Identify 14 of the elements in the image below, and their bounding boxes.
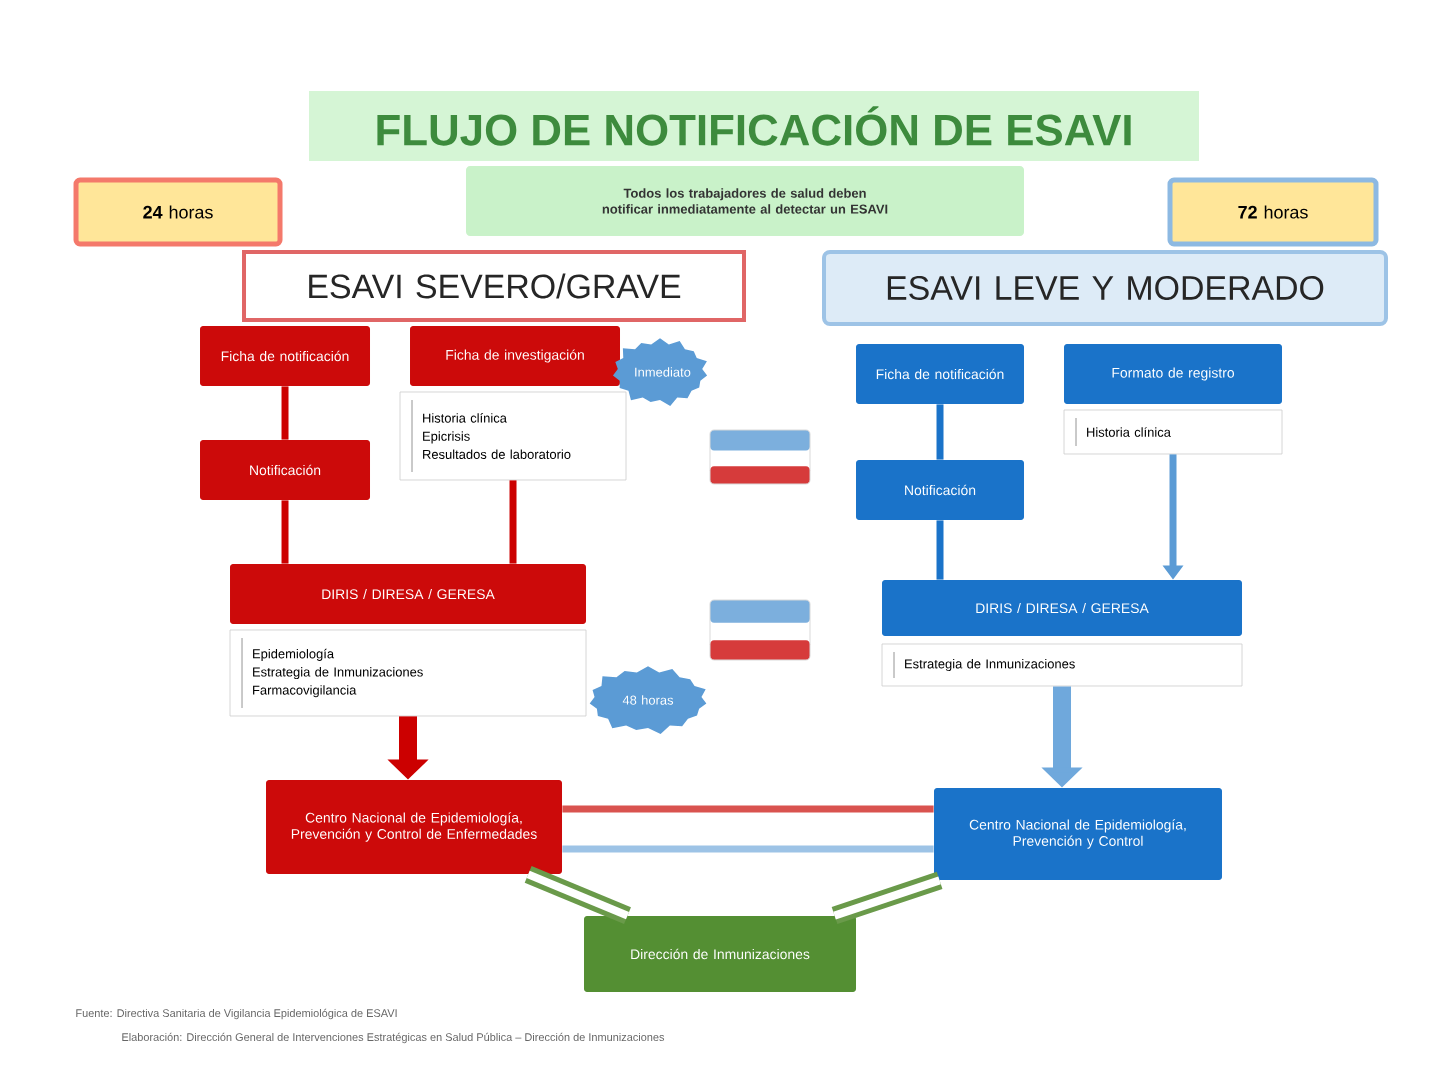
connector-line xyxy=(281,386,289,440)
double-line xyxy=(524,866,631,924)
time-badge: 72 horas xyxy=(1167,177,1379,247)
connector-line xyxy=(562,845,934,853)
title: FLUJO DE NOTIFICACIÓN DE ESAVI xyxy=(309,91,1199,161)
connector-line xyxy=(936,404,944,460)
category-header: ESAVI LEVE Y MODERADO xyxy=(822,250,1388,326)
connector-line xyxy=(562,805,934,813)
connector-line xyxy=(281,500,289,564)
double-line xyxy=(831,871,943,925)
category-header: ESAVI SEVERO/GRAVE xyxy=(242,250,746,322)
connector-line xyxy=(509,480,517,564)
time-badge: 24 horas xyxy=(73,177,283,247)
connector-line xyxy=(936,520,944,580)
